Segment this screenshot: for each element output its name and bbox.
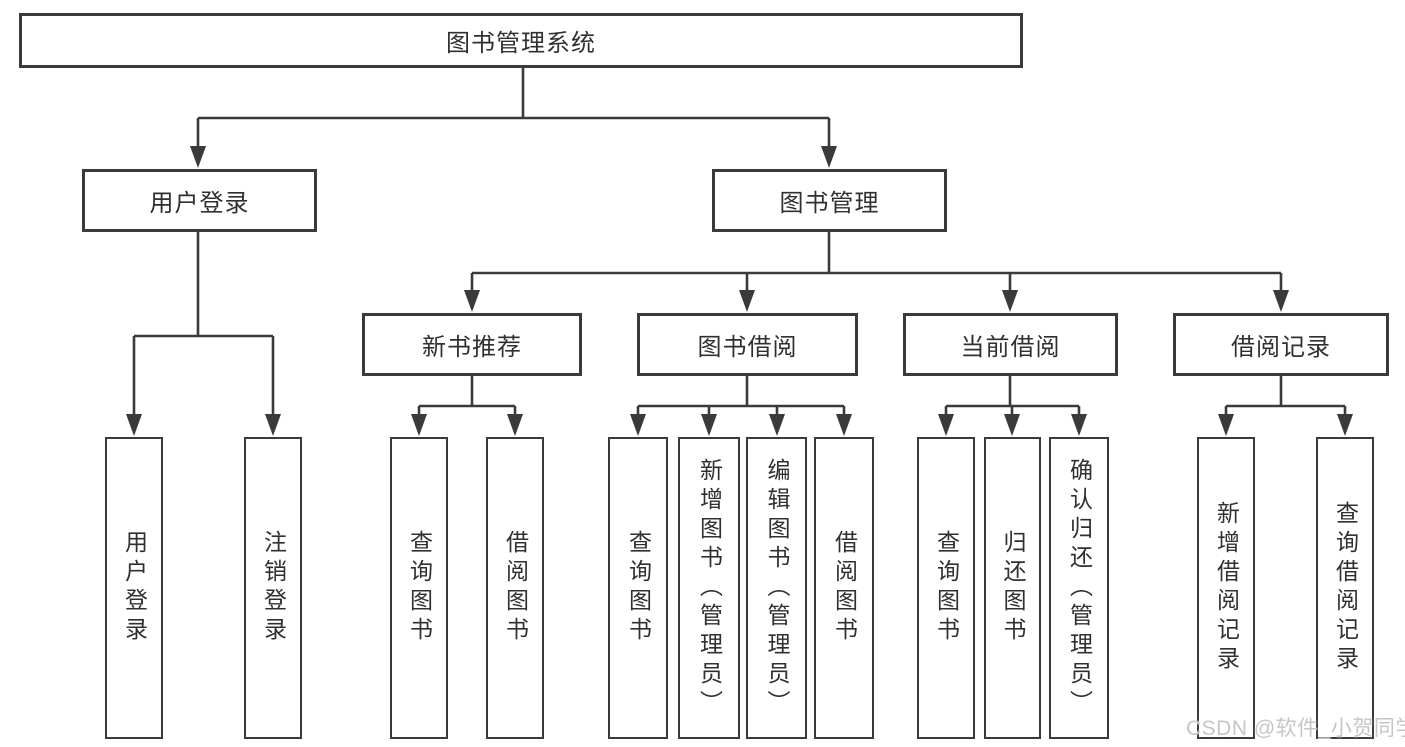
leaf-user-login: 用户登录	[105, 437, 163, 739]
arrowheads	[126, 146, 1353, 436]
node-new-book-recommend: 新书推荐	[362, 313, 582, 376]
node-library-system: 图书管理系统	[19, 13, 1023, 68]
node-book-management: 图书管理	[712, 169, 947, 232]
leaf-newbook-borrow-books: 借阅图书	[486, 437, 544, 739]
leaf-newbook-query-books: 查询图书	[390, 437, 448, 739]
leaf-current-query-books: 查询图书	[917, 437, 975, 739]
leaf-edit-books-admin: 编辑图书（管理员）	[746, 437, 807, 739]
leaf-query-borrow-record: 查询借阅记录	[1316, 437, 1374, 739]
leaf-borrow-borrow-books: 借阅图书	[814, 437, 874, 739]
node-user-login-group: 用户登录	[82, 169, 317, 232]
leaf-add-borrow-record: 新增借阅记录	[1197, 437, 1255, 739]
leaf-logout: 注销登录	[244, 437, 302, 739]
leaf-borrow-query-books: 查询图书	[608, 437, 668, 739]
node-book-borrowing: 图书借阅	[637, 313, 858, 376]
leaf-return-books: 归还图书	[984, 437, 1041, 739]
node-current-borrowing: 当前借阅	[903, 313, 1118, 376]
node-borrowing-records: 借阅记录	[1173, 313, 1389, 376]
csdn-watermark: CSDN @软件_小贺同学	[1186, 717, 1405, 740]
leaf-confirm-return-admin: 确认归还（管理员）	[1049, 437, 1109, 739]
leaf-add-books-admin: 新增图书（管理员）	[678, 437, 740, 739]
